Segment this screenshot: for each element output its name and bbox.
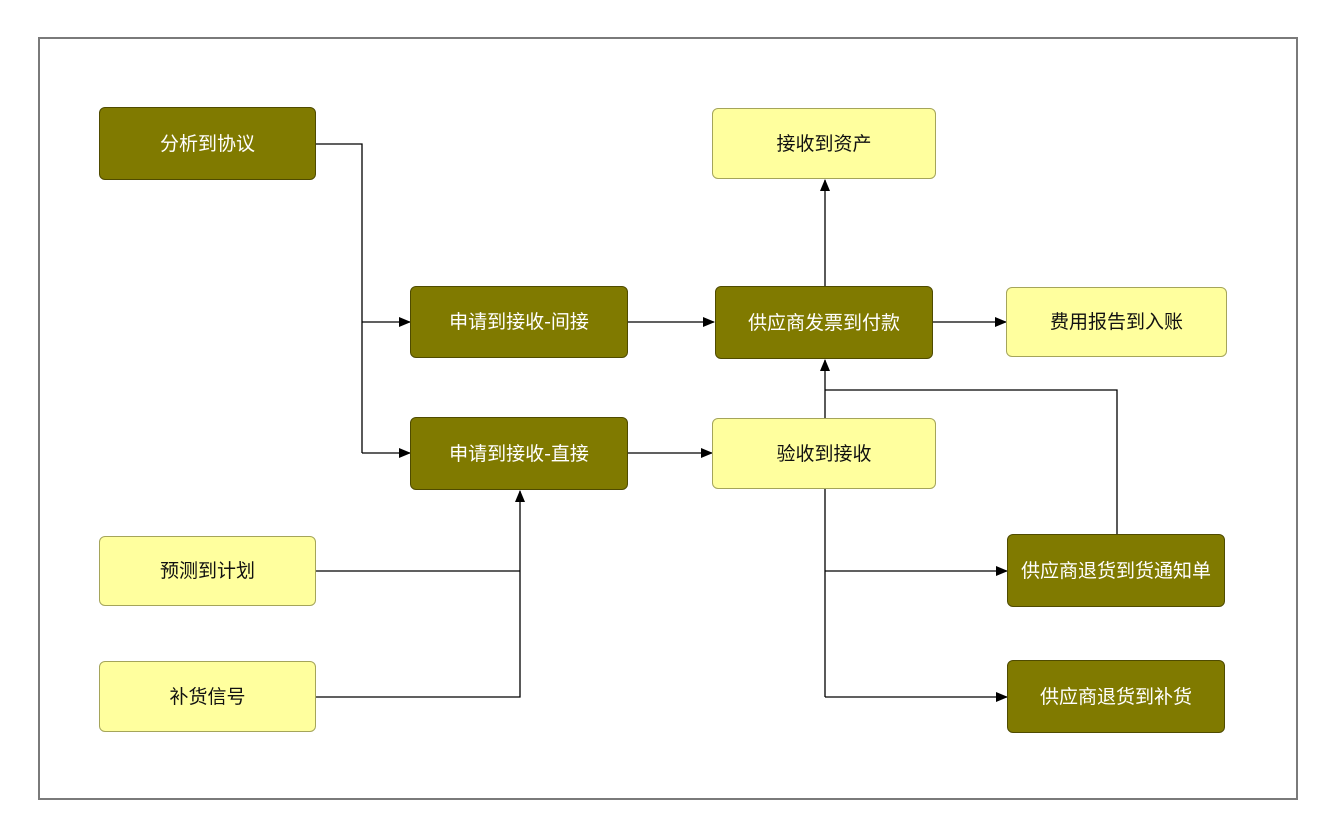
node-supplier-return-to-replenishment[interactable]: 供应商退货到补货 [1007,660,1225,733]
node-replenishment-signal[interactable]: 补货信号 [99,661,316,732]
node-supplier-invoice-to-payment[interactable]: 供应商发票到付款 [715,286,933,359]
node-label: 接收到资产 [776,132,872,155]
node-supplier-return-to-debit-memo[interactable]: 供应商退货到货通知单 [1007,534,1225,607]
node-label: 申请到接收-间接 [449,311,589,333]
node-label: 补货信号 [169,685,246,708]
node-label: 供应商发票到付款 [747,311,900,334]
node-label: 申请到接收-直接 [449,442,589,465]
node-receive-to-asset[interactable]: 接收到资产 [712,108,936,179]
node-inspection-to-receipt[interactable]: 验收到接收 [712,418,936,489]
node-label: 预测到计划 [159,560,255,582]
node-label: 供应商退货到货通知单 [1020,559,1211,582]
node-label: 费用报告到入账 [1049,311,1183,333]
node-label: 分析到协议 [159,132,255,155]
node-label: 验收到接收 [776,442,872,465]
node-expense-report-to-posting[interactable]: 费用报告到入账 [1006,287,1227,357]
node-request-to-receipt-indirect[interactable]: 申请到接收-间接 [410,286,628,358]
node-label: 供应商退货到补货 [1039,685,1192,708]
node-analysis-to-agreement[interactable]: 分析到协议 [99,107,316,180]
node-forecast-to-plan[interactable]: 预测到计划 [99,536,316,606]
edge-return-memo-to-invoice [825,389,1118,535]
node-request-to-receipt-direct[interactable]: 申请到接收-直接 [410,417,628,490]
edge-signal-to-direct [316,490,525,698]
edge-analysis-trunk [316,143,363,453]
diagram-frame [38,37,1298,800]
